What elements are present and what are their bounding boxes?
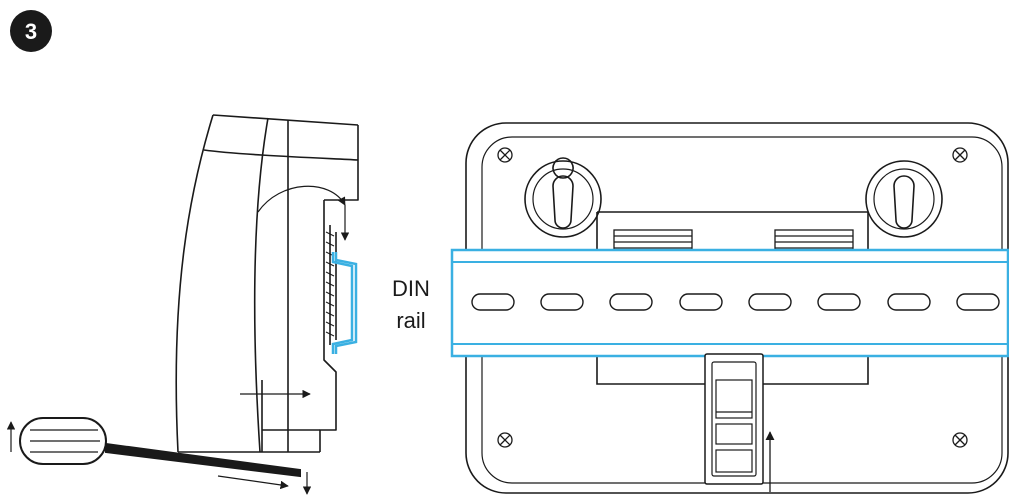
- rail-slot: [609, 293, 653, 311]
- din-rail-label-line1: DIN: [392, 276, 430, 301]
- rail-slot: [748, 293, 792, 311]
- din-rail-profile: [331, 252, 358, 354]
- screw-icon: [497, 147, 513, 163]
- screw-icon: [952, 432, 968, 448]
- screwdriver-icon: [19, 417, 301, 478]
- step-3-badge: 3: [10, 10, 52, 52]
- screw-icon: [952, 147, 968, 163]
- release-latch: [704, 353, 764, 485]
- rotate-arrow: [257, 185, 346, 213]
- side-view-device: [175, 114, 359, 453]
- rail-slot: [679, 293, 723, 311]
- rail-slot: [887, 293, 931, 311]
- rail-slot: [956, 293, 1000, 311]
- rail-slot: [471, 293, 515, 311]
- rail-slot: [540, 293, 584, 311]
- keyhole-icon: [865, 160, 943, 238]
- din-rail-slots: [471, 293, 1000, 311]
- screw-icon: [497, 432, 513, 448]
- rail-slot: [817, 293, 861, 311]
- din-rail-label-line2: rail: [396, 308, 425, 333]
- slide-arrow: [217, 475, 289, 490]
- step-number: 3: [25, 19, 37, 44]
- keyhole-icon: [524, 157, 602, 238]
